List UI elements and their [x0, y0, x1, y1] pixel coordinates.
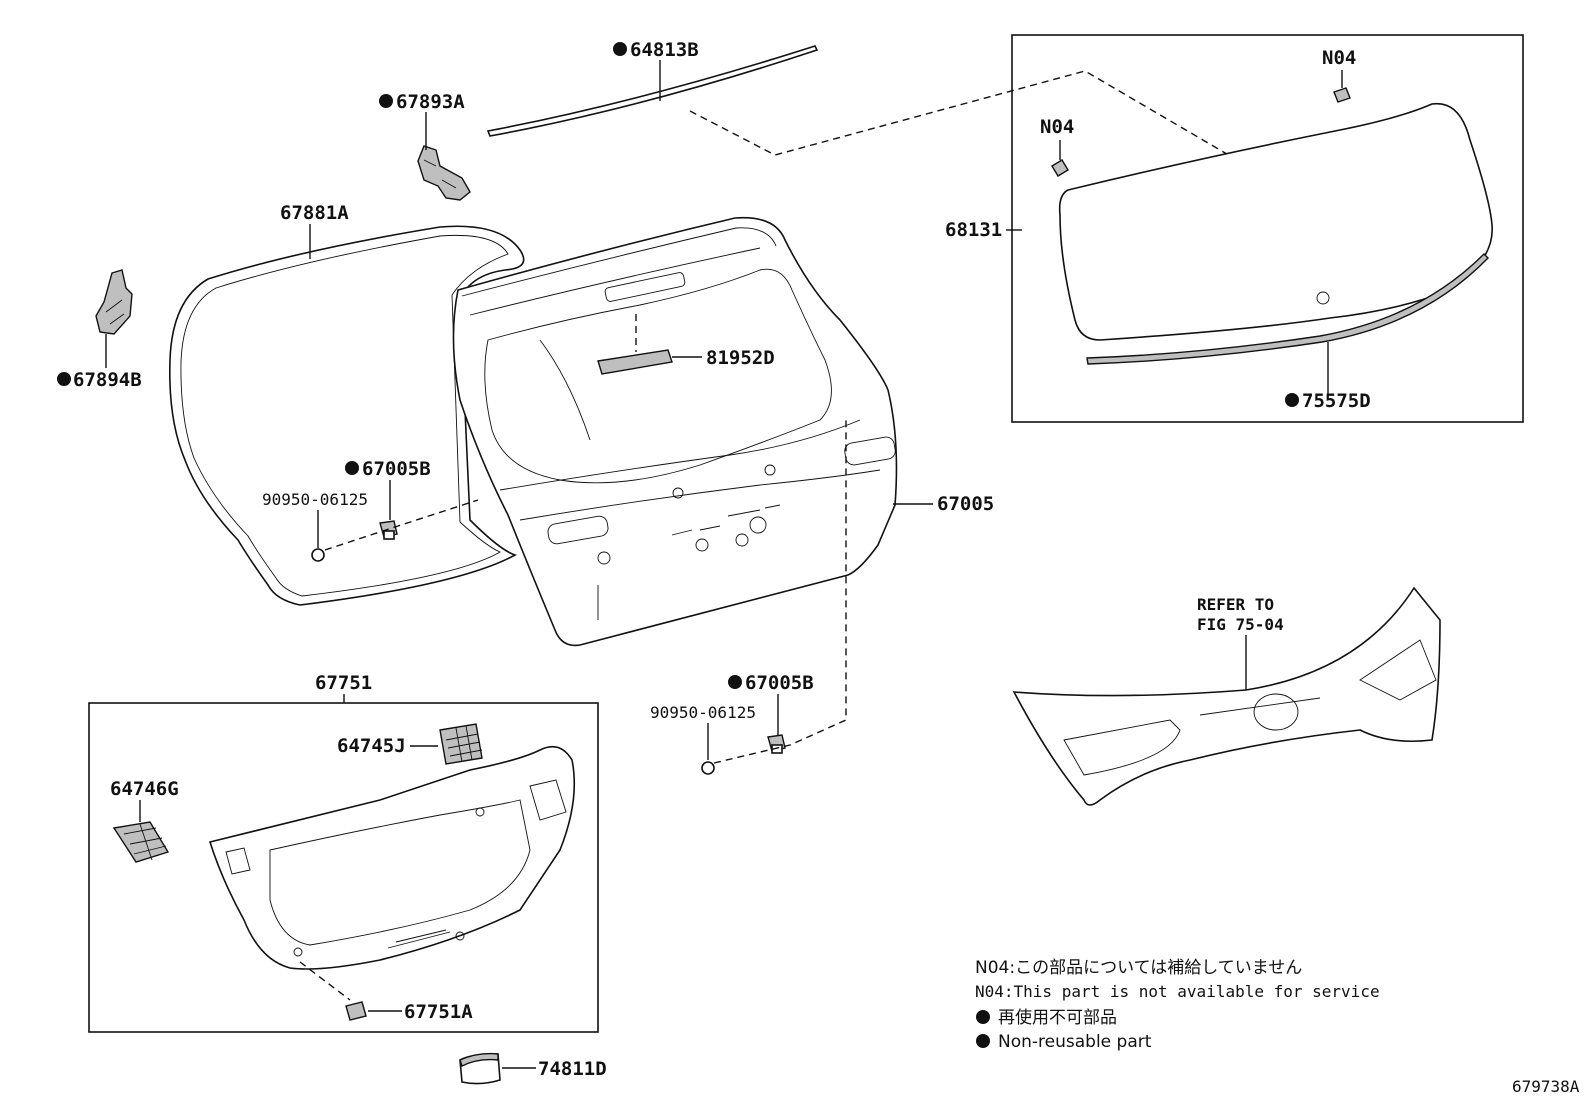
- label-67005b-upper: 67005B: [362, 458, 431, 480]
- n04-top-part: [1333, 87, 1351, 103]
- label-n04-top: N04: [1322, 47, 1356, 69]
- label-90950-upper: 90950-06125: [262, 490, 368, 509]
- label-64745j: 64745J: [337, 735, 406, 757]
- label-67005b-lower: 67005B: [745, 672, 814, 694]
- refer-to-line1: REFER TO: [1197, 595, 1274, 614]
- legend-dot-en: Non-reusable part: [998, 1032, 1152, 1052]
- label-n04-left: N04: [1040, 116, 1074, 138]
- non-reusable-dot-icon: [728, 675, 742, 689]
- glass-molding-part: [1086, 253, 1489, 365]
- hinge-lower-part: [95, 269, 133, 335]
- n04-left-part: [1051, 159, 1069, 177]
- legend-dot-jp: 再使用不可部品: [998, 1007, 1117, 1028]
- label-75575d: 75575D: [1302, 390, 1371, 412]
- non-reusable-dot-icon: [57, 372, 71, 386]
- label-90950-lower: 90950-06125: [650, 703, 756, 722]
- non-reusable-dot-icon: [613, 42, 627, 56]
- non-reusable-dot-icon: [1285, 393, 1299, 407]
- glass-group-box: [1011, 34, 1524, 423]
- non-reusable-dot-icon: [345, 461, 359, 475]
- legend-n04-jp: N04:この部品については補給していません: [975, 958, 1302, 978]
- plug-upper-part: [311, 548, 325, 562]
- non-reusable-dot-icon: [379, 94, 393, 108]
- label-74811d: 74811D: [538, 1058, 607, 1080]
- spoiler-strip-part: [486, 45, 819, 137]
- refer-to-line2: FIG 75-04: [1197, 615, 1284, 634]
- trim-board-part: [208, 745, 576, 970]
- non-reusable-dot-icon: [976, 1034, 990, 1048]
- non-reusable-dot-icon: [976, 1010, 990, 1024]
- label-68131: 68131: [945, 219, 1002, 241]
- label-67005: 67005: [937, 493, 994, 515]
- label-64813b: 64813B: [630, 39, 699, 61]
- garnish-panel-part: [1012, 586, 1441, 806]
- vent-grille-upper-part: [439, 723, 483, 765]
- label-67751a: 67751A: [404, 1001, 473, 1023]
- legend-n04-en: N04:This part is not available for servi…: [975, 982, 1380, 1001]
- vent-grille-lower-part: [112, 821, 170, 863]
- figure-code: 679738A: [1512, 1077, 1580, 1096]
- label-67893a: 67893A: [396, 91, 465, 113]
- weatherstrip-part: [168, 225, 525, 606]
- back-door-panel-part: [452, 216, 898, 647]
- label-64746g: 64746G: [110, 778, 179, 800]
- cap-part: [459, 1052, 501, 1085]
- bolt-lower-part: [767, 734, 786, 754]
- legend: N04:この部品については補給していません N04:This part is n…: [975, 958, 1380, 1052]
- hinge-upper-part: [417, 145, 471, 201]
- clip-part: [345, 1001, 367, 1021]
- stop-lamp-part: [597, 349, 673, 375]
- plug-lower-part: [701, 761, 715, 775]
- label-67751: 67751: [315, 672, 372, 694]
- label-67894b: 67894B: [73, 369, 142, 391]
- label-81952d: 81952D: [706, 347, 775, 369]
- label-67881a: 67881A: [280, 202, 349, 224]
